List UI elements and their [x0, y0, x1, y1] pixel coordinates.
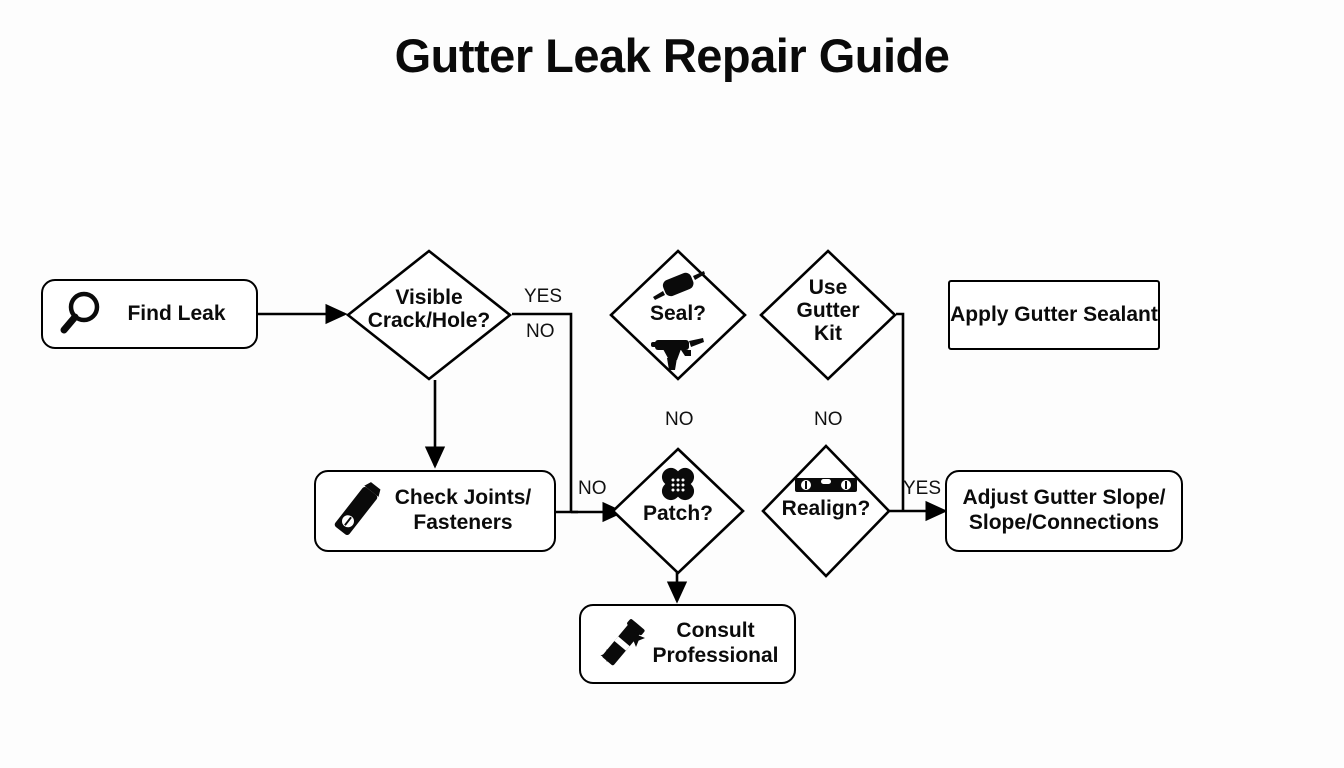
- node-adjust-gutter-slope-label: Adjust Gutter Slope/ Slope/Connections: [962, 486, 1166, 534]
- edge-visiblecrack-trunk: [512, 312, 573, 512]
- edge-label-no-crack: NO: [526, 321, 555, 342]
- diamond-shape: [609, 249, 747, 381]
- decision-use-gutter-kit[interactable]: Use Gutter Kit: [758, 248, 898, 382]
- decision-seal-label: Seal?: [649, 302, 707, 325]
- node-apply-gutter-sealant[interactable]: Apply Gutter Sealant: [948, 280, 1160, 350]
- caulk-gun-icon: [651, 338, 704, 370]
- node-find-leak-label: Find Leak: [127, 301, 226, 325]
- decision-realign-label: Realign?: [781, 497, 871, 520]
- bandage-icon: [661, 467, 695, 501]
- page-title: Gutter Leak Repair Guide: [394, 29, 950, 82]
- sparkle-wand-icon: [600, 619, 645, 666]
- edge-label-no-to-patch: NO: [578, 478, 607, 499]
- edge-label-no-kit: NO: [814, 409, 843, 430]
- caulk-tube-icon: [653, 271, 705, 300]
- level-tool-icon: [334, 482, 381, 536]
- node-consult-professional[interactable]: Consult Professional: [579, 604, 796, 684]
- decision-realign[interactable]: Realign?: [760, 443, 892, 579]
- node-adjust-gutter-slope[interactable]: Adjust Gutter Slope/ Slope/Connections: [945, 470, 1183, 552]
- decision-patch[interactable]: Patch?: [610, 446, 746, 576]
- decision-visible-crack[interactable]: Visible Crack/Hole?: [345, 248, 513, 382]
- decision-patch-label: Patch?: [642, 502, 713, 525]
- edge-usegutterkit-to-adjustslope: [896, 312, 905, 511]
- node-find-leak[interactable]: Find Leak: [41, 279, 258, 349]
- decision-use-gutter-kit-label: Use Gutter Kit: [796, 276, 860, 346]
- edge-label-no-seal: NO: [665, 409, 694, 430]
- node-apply-gutter-sealant-label: Apply Gutter Sealant: [950, 302, 1158, 326]
- magnifier-icon: [60, 291, 100, 334]
- spirit-level-icon: [795, 478, 857, 492]
- decision-seal[interactable]: Seal?: [608, 248, 748, 382]
- diamond-shape: [761, 444, 891, 578]
- diamond-shape: [759, 249, 897, 381]
- diamond-shape: [611, 447, 745, 575]
- edge-label-yes-crack: YES: [524, 286, 563, 307]
- node-consult-professional-label: Consult Professional: [652, 619, 779, 667]
- diamond-shape: [345, 249, 513, 381]
- edge-label-yes-realign: YES: [903, 478, 942, 499]
- node-check-joints-label: Check Joints/ Fasteners: [394, 486, 532, 534]
- node-check-joints[interactable]: Check Joints/ Fasteners: [314, 470, 556, 552]
- decision-visible-crack-label: Visible Crack/Hole?: [367, 286, 491, 333]
